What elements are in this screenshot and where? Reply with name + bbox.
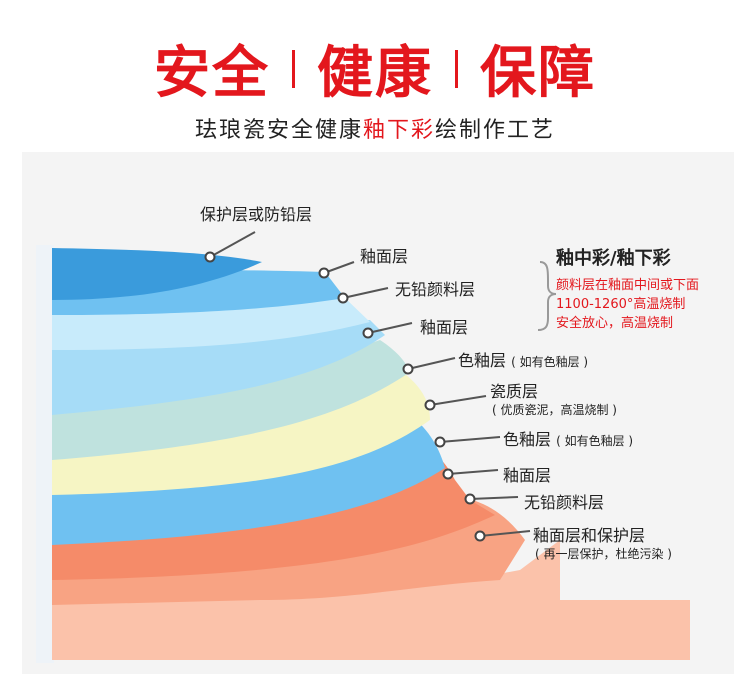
label-color-glaze-1: 色釉层 ( 如有色釉层 ) xyxy=(458,347,588,371)
sidebar-title: 釉中彩/釉下彩 xyxy=(556,248,671,269)
title-guarantee: 保障 xyxy=(480,41,596,106)
label-porcelain: 瓷质层 xyxy=(490,382,539,401)
layer-protective-light xyxy=(52,540,560,630)
leader-lines xyxy=(209,231,531,537)
title-health: 健康 xyxy=(317,41,433,106)
label-pigment-1: 无铅颜料层 xyxy=(395,280,476,299)
sidebar-line-3: 安全放心，高温烧制 xyxy=(556,316,674,331)
label-color-glaze-1-note: ( 如有色釉层 ) xyxy=(511,355,589,369)
label-protective-layer: 保护层或防铅层 xyxy=(200,205,313,224)
label-color-glaze-1-text: 色釉层 xyxy=(458,351,507,370)
subtitle-post: 绘制作工艺 xyxy=(435,118,556,143)
label-glaze-1: 釉面层 xyxy=(360,247,409,266)
header: 安全 健康 保障 珐琅瓷安全健康釉下彩绘制作工艺 xyxy=(0,0,750,150)
label-color-glaze-2-note: ( 如有色釉层 ) xyxy=(556,434,634,448)
label-color-glaze-2: 色釉层 ( 如有色釉层 ) xyxy=(503,426,633,450)
substrate-edge xyxy=(36,245,54,663)
sidebar-line-2: 1100-1260°高温烧制 xyxy=(556,297,686,312)
layer-color-glaze-upper xyxy=(52,340,410,460)
brace xyxy=(537,261,557,331)
page-title: 安全 健康 保障 xyxy=(0,28,750,109)
title-separator xyxy=(455,49,458,88)
title-safety: 安全 xyxy=(154,41,270,106)
subtitle: 珐琅瓷安全健康釉下彩绘制作工艺 xyxy=(0,112,750,144)
title-separator xyxy=(292,49,295,88)
label-glaze-2: 釉面层 xyxy=(420,318,469,337)
leader-dots xyxy=(204,251,486,542)
subtitle-pre: 珐琅瓷安全健康 xyxy=(194,118,363,143)
label-color-glaze-2-text: 色釉层 xyxy=(503,430,552,449)
label-glaze-protective: 釉面层和保护层 xyxy=(533,526,646,545)
label-porcelain-note: ( 优质瓷泥，高温烧制 ) xyxy=(492,403,617,417)
label-pigment-2: 无铅颜料层 xyxy=(524,493,605,512)
subtitle-highlight: 釉下彩 xyxy=(362,118,435,143)
label-glaze-3: 釉面层 xyxy=(503,466,552,485)
sidebar-line-1: 颜料层在釉面中间或下面 xyxy=(556,278,700,293)
label-glaze-protective-note: ( 再一层保护，杜绝污染 ) xyxy=(535,547,672,561)
